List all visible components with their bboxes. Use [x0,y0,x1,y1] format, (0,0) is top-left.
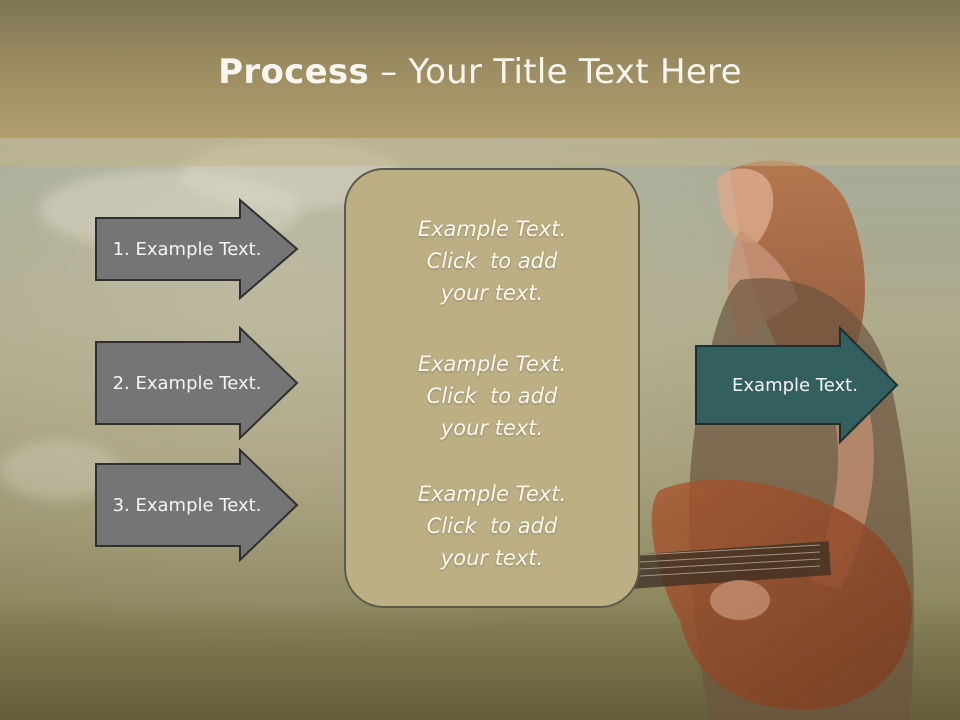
arrow-shape [95,326,299,440]
center-text-line: your text. [440,416,544,440]
center-text-line: Example Text. [417,217,567,241]
title-bar-band [0,138,960,166]
process-arrow-label: 1. Example Text. [112,238,262,260]
center-text-line: your text. [440,281,544,305]
center-text-line: Click to add [426,384,558,408]
center-text-block-1: Example Text. Click to add your text. [344,213,640,309]
arrow-shape [95,198,299,300]
process-arrow-label: 2. Example Text. [112,372,262,394]
process-arrow-1[interactable]: 1. Example Text. [94,198,300,300]
center-text-line: Example Text. [417,352,567,376]
slide-title[interactable]: Process – Your Title Text Here [0,52,960,92]
arrow-shape [95,448,299,562]
center-text-line: Example Text. [417,482,567,506]
process-arrow-2[interactable]: 2. Example Text. [94,326,300,440]
center-text-block-2: Example Text. Click to add your text. [344,348,640,444]
result-arrow-label: Example Text. [732,374,858,396]
process-arrow-3[interactable]: 3. Example Text. [94,448,300,562]
title-bold: Process [218,52,370,92]
center-text-line: your text. [440,546,544,570]
center-text-block-3: Example Text. Click to add your text. [344,478,640,574]
center-text-line: Click to add [426,514,558,538]
arrow-shape [695,326,899,444]
title-bar [0,0,960,138]
center-text-box[interactable] [344,168,640,608]
result-arrow[interactable]: Example Text. [694,326,900,444]
process-arrow-label: 3. Example Text. [112,494,262,516]
center-text-line: Click to add [426,249,558,273]
title-rest: – Your Title Text Here [369,52,742,92]
